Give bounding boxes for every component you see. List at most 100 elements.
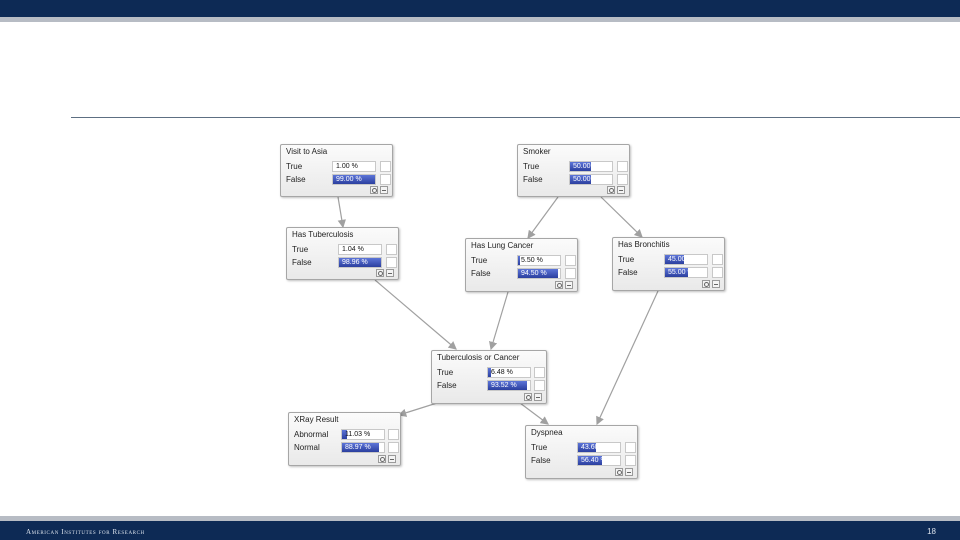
state-row: True 5.50 %: [471, 255, 576, 267]
node-title: Dyspnea: [531, 428, 563, 437]
state-label: False: [286, 175, 306, 184]
zoom-icon[interactable]: [370, 186, 378, 194]
probability-bar: 43.60 %: [577, 442, 621, 453]
node-smoker[interactable]: Smoker True 50.00 % False 50.00 %: [517, 144, 630, 197]
edge-bronch-dysp: [596, 290, 659, 426]
node-has-tuberculosis[interactable]: Has Tuberculosis True 1.04 % False 98.96…: [286, 227, 399, 280]
node-title: Tuberculosis or Cancer: [437, 353, 520, 362]
state-row: False 55.00 %: [618, 267, 723, 279]
probability-bar: 99.00 %: [332, 174, 376, 185]
state-row: Abnormal 11.03 %: [294, 429, 399, 441]
state-label: False: [531, 456, 551, 465]
state-label: False: [292, 258, 312, 267]
probability-bar: 50.00 %: [569, 174, 613, 185]
probability-bar: 56.40 %: [577, 455, 621, 466]
state-row: False 98.96 %: [292, 257, 397, 269]
evidence-checkbox[interactable]: [388, 442, 399, 453]
state-label: False: [437, 381, 457, 390]
probability-bar: 50.00 %: [569, 161, 613, 172]
state-row: True 43.60 %: [531, 442, 636, 454]
probability-bar: 45.00 %: [664, 254, 708, 265]
evidence-checkbox[interactable]: [534, 367, 545, 378]
edge-tb-tborca: [374, 279, 457, 350]
zoom-icon[interactable]: [378, 455, 386, 463]
state-row: True 1.00 %: [286, 161, 391, 173]
zoom-icon[interactable]: [607, 186, 615, 194]
probability-bar: 94.50 %: [517, 268, 561, 279]
minimize-icon[interactable]: [712, 280, 720, 288]
evidence-checkbox[interactable]: [625, 442, 636, 453]
probability-bar: 88.97 %: [341, 442, 385, 453]
node-has-bronchitis[interactable]: Has Bronchitis True 45.00 % False 55.00 …: [612, 237, 725, 291]
node-title: Has Lung Cancer: [471, 241, 534, 250]
state-row: False 99.00 %: [286, 174, 391, 186]
evidence-checkbox[interactable]: [617, 161, 628, 172]
zoom-icon[interactable]: [524, 393, 532, 401]
evidence-checkbox[interactable]: [712, 267, 723, 278]
minimize-icon[interactable]: [386, 269, 394, 277]
state-label: False: [471, 269, 491, 278]
probability-bar: 1.04 %: [338, 244, 382, 255]
minimize-icon[interactable]: [617, 186, 625, 194]
state-row: False 56.40 %: [531, 455, 636, 467]
state-label: True: [286, 162, 303, 171]
evidence-checkbox[interactable]: [565, 255, 576, 266]
zoom-icon[interactable]: [376, 269, 384, 277]
minimize-icon[interactable]: [380, 186, 388, 194]
node-title: Smoker: [523, 147, 551, 156]
state-label: False: [523, 175, 543, 184]
footer-organization: American Institutes for Research: [26, 528, 145, 536]
node-dyspnea[interactable]: Dyspnea True 43.60 % False 56.40 %: [525, 425, 638, 479]
state-label: True: [437, 368, 454, 377]
minimize-icon[interactable]: [534, 393, 542, 401]
evidence-checkbox[interactable]: [380, 161, 391, 172]
zoom-icon[interactable]: [615, 468, 623, 476]
state-label: Normal: [294, 443, 320, 452]
footer-band: [0, 521, 960, 540]
minimize-icon[interactable]: [388, 455, 396, 463]
node-tuberculosis-or-cancer[interactable]: Tuberculosis or Cancer True 6.48 % False…: [431, 350, 547, 404]
zoom-icon[interactable]: [702, 280, 710, 288]
node-visit-to-asia[interactable]: Visit to Asia True 1.00 % False 99.00 %: [280, 144, 393, 197]
evidence-checkbox[interactable]: [617, 174, 628, 185]
state-label: False: [618, 268, 638, 277]
node-has-lung-cancer[interactable]: Has Lung Cancer True 5.50 % False 94.50 …: [465, 238, 578, 292]
state-row: True 45.00 %: [618, 254, 723, 266]
minimize-icon[interactable]: [565, 281, 573, 289]
edge-asia-tb: [337, 196, 346, 229]
probability-bar: 5.50 %: [517, 255, 561, 266]
node-title: Visit to Asia: [286, 147, 328, 156]
state-row: True 50.00 %: [523, 161, 628, 173]
node-title: Has Bronchitis: [618, 240, 670, 249]
state-label: True: [523, 162, 540, 171]
evidence-checkbox[interactable]: [565, 268, 576, 279]
evidence-checkbox[interactable]: [386, 257, 397, 268]
header-band: [0, 0, 960, 17]
edge-tborca-dysp: [519, 402, 549, 425]
evidence-checkbox[interactable]: [380, 174, 391, 185]
evidence-checkbox[interactable]: [625, 455, 636, 466]
state-label: True: [618, 255, 635, 264]
state-label: Abnormal: [294, 430, 329, 439]
footer-stripe: [0, 516, 960, 521]
edge-tborca-xray: [397, 402, 438, 417]
node-xray-result[interactable]: XRay Result Abnormal 11.03 % Normal 88.9…: [288, 412, 401, 466]
evidence-checkbox[interactable]: [712, 254, 723, 265]
probability-bar: 93.52 %: [487, 380, 531, 391]
state-row: False 94.50 %: [471, 268, 576, 280]
zoom-icon[interactable]: [555, 281, 563, 289]
probability-bar: 98.96 %: [338, 257, 382, 268]
state-label: True: [471, 256, 488, 265]
evidence-checkbox[interactable]: [388, 429, 399, 440]
probability-bar: 1.00 %: [332, 161, 376, 172]
evidence-checkbox[interactable]: [534, 380, 545, 391]
title-rule: [71, 117, 960, 118]
node-title: Has Tuberculosis: [292, 230, 354, 239]
probability-bar: 11.03 %: [341, 429, 385, 440]
probability-bar: 55.00 %: [664, 267, 708, 278]
state-row: Normal 88.97 %: [294, 442, 399, 454]
state-row: False 50.00 %: [523, 174, 628, 186]
minimize-icon[interactable]: [625, 468, 633, 476]
evidence-checkbox[interactable]: [386, 244, 397, 255]
